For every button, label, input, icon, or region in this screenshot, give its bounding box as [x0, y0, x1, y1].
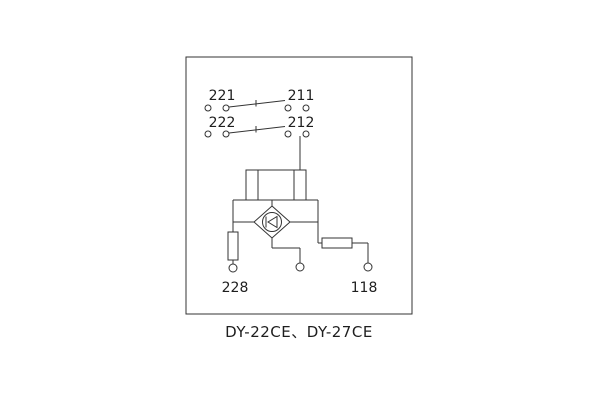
diode-icon: [265, 215, 278, 229]
coil-left: [245, 169, 259, 201]
switch-blade: [228, 100, 286, 108]
contact-point: [204, 104, 212, 112]
contact-point: [204, 130, 212, 138]
coil-right: [293, 169, 307, 201]
contact-point: [302, 104, 310, 112]
contact-row-1: 221 211: [204, 88, 315, 112]
contact-label-212: 212: [288, 115, 315, 131]
contact-point: [222, 104, 230, 112]
contact-label-211: 211: [288, 88, 315, 104]
terminal-circle-center: [295, 262, 305, 272]
resistor-vertical: [227, 231, 239, 261]
contact-label-221: 221: [209, 88, 236, 104]
contact-row-2: 222 212: [204, 115, 315, 138]
terminal-228: 228: [222, 263, 249, 296]
terminal-118: 118: [351, 262, 378, 296]
terminal-circle-118: [363, 262, 373, 272]
contact-point: [284, 104, 292, 112]
contact-point: [222, 130, 230, 138]
terminal-label-228: 228: [222, 280, 249, 296]
contact-point: [284, 130, 292, 138]
resistor-horizontal: [321, 237, 353, 249]
switch-blade: [228, 126, 286, 134]
contact-label-222: 222: [209, 115, 236, 131]
terminal-center: [295, 262, 305, 272]
terminal-circle-228: [228, 263, 238, 273]
terminal-label-118: 118: [351, 280, 378, 296]
contact-point: [302, 130, 310, 138]
rectifier-bridge: [253, 205, 291, 239]
model-caption: DY-22CE、DY-27CE: [225, 323, 373, 341]
